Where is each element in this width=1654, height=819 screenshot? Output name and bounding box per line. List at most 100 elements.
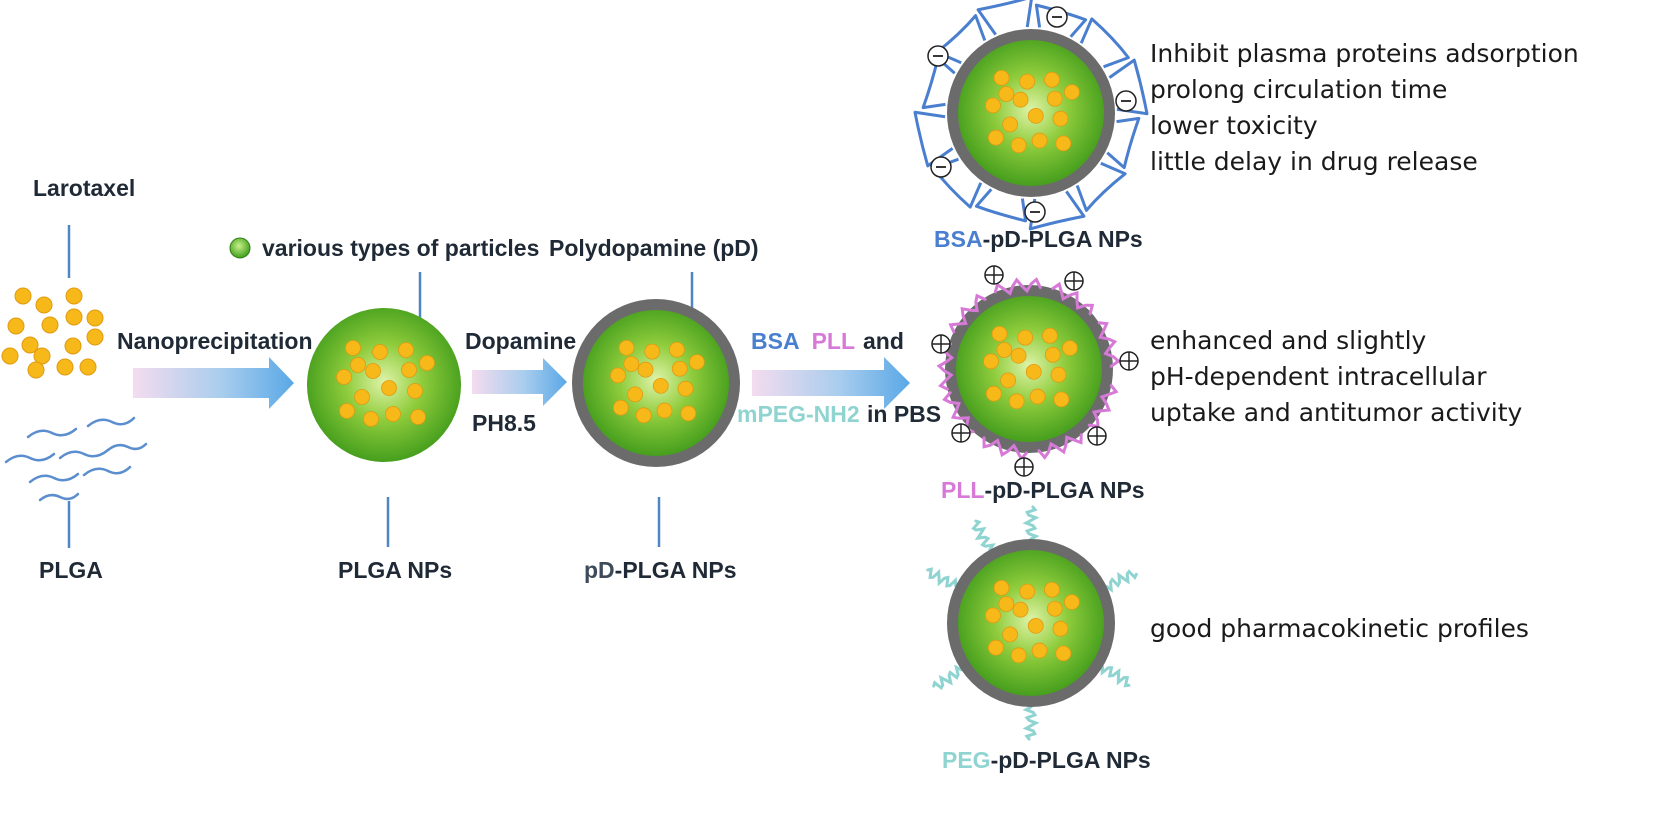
drug-molecule — [41, 316, 59, 334]
arrow-2 — [472, 358, 567, 406]
drug-dot — [1019, 73, 1036, 90]
plga-np-drug-dots — [336, 340, 435, 427]
drug-dot — [1052, 620, 1069, 637]
peg-chain — [932, 664, 963, 691]
drug-molecule — [65, 308, 83, 326]
bsa-description: Inhibit plasma proteins adsorption prolo… — [1150, 39, 1579, 176]
drug-dot — [1025, 363, 1042, 380]
nanoprecipitation-step: Nanoprecipitation — [117, 328, 313, 409]
bsa-loop — [1075, 161, 1127, 212]
pll-np-suffix: -pD-PLGA NPs — [984, 477, 1144, 503]
drug-dot — [1055, 135, 1072, 152]
drug-dot — [365, 363, 381, 379]
dopamine-step: Dopamine PH8.5 — [465, 328, 576, 436]
drug-dot — [1012, 91, 1029, 108]
drug-dot — [336, 369, 352, 385]
drug-dot — [1050, 366, 1067, 383]
pll-chain — [948, 293, 987, 334]
drug-dot — [987, 129, 1004, 146]
drug-dot — [363, 411, 379, 427]
drug-dot — [1063, 84, 1080, 100]
drug-molecule — [7, 317, 25, 335]
drug-dot — [985, 607, 1001, 624]
drug-dot — [677, 380, 694, 397]
drug-dot — [345, 340, 361, 356]
drug-dot — [983, 353, 999, 370]
bsa-loop — [976, 0, 1033, 36]
drug-dot — [1019, 583, 1036, 600]
drug-dot — [1046, 600, 1063, 617]
drug-dot — [407, 383, 423, 399]
drug-dot — [671, 360, 688, 377]
drug-dot — [1010, 347, 1027, 364]
drug-molecule — [86, 328, 104, 346]
drug-molecule — [79, 358, 97, 376]
drug-dot — [1031, 642, 1048, 659]
drug-dot — [339, 403, 355, 419]
plga-np — [307, 308, 461, 462]
drug-dot — [635, 407, 652, 424]
drug-molecule — [86, 309, 104, 327]
bsa-np — [913, 0, 1149, 231]
peg-np-suffix: -pD-PLGA NPs — [991, 747, 1151, 773]
bsa-loop — [1079, 17, 1130, 69]
pll-chain — [1097, 321, 1121, 368]
drug-dot — [350, 357, 366, 373]
drug-molecule — [64, 337, 82, 355]
nanoprecipitation-label: Nanoprecipitation — [117, 328, 313, 354]
legend-particle-icon — [229, 237, 251, 259]
drug-dot — [985, 97, 1001, 114]
peg-description: good pharmacokinetic profiles — [1150, 614, 1529, 643]
drug-molecule — [1, 347, 19, 365]
drug-dot — [1027, 107, 1044, 124]
drug-dot — [398, 342, 414, 358]
drug-dot — [401, 362, 417, 378]
drug-dot — [623, 356, 640, 372]
drug-dot — [410, 409, 426, 425]
pll-desc-line: uptake and antitumor activity — [1150, 398, 1523, 427]
arrow-1 — [133, 357, 294, 409]
larotaxel-group: Larotaxel — [1, 175, 135, 379]
peg-np-drug-dots — [985, 579, 1080, 664]
bsa-desc-line: prolong circulation time — [1150, 75, 1447, 104]
pll-np-coat: PLL — [941, 477, 984, 503]
larotaxel-drug-cluster — [1, 287, 104, 379]
bsa-negative-charges — [927, 6, 1137, 223]
drug-dot — [1017, 329, 1034, 346]
bsa-desc-line: Inhibit plasma proteins adsorption — [1150, 39, 1579, 68]
arrow-3 — [752, 357, 910, 409]
pd-plga-np — [572, 299, 740, 467]
drug-dot — [1044, 346, 1061, 363]
drug-dot — [1055, 645, 1072, 662]
drug-dot — [680, 405, 697, 422]
plga-polymer-chains — [4, 416, 148, 502]
bsa-np-coat: BSA — [934, 226, 983, 252]
pll-chain — [993, 277, 1042, 296]
drug-dot — [1010, 137, 1027, 154]
bsa-desc-line: lower toxicity — [1150, 111, 1318, 140]
peg-chain — [1100, 665, 1131, 688]
bsa-loop — [1108, 58, 1149, 116]
peg-desc-line: good pharmacokinetic profiles — [1150, 614, 1529, 643]
peg-chain — [926, 567, 958, 588]
bsa-np-label: BSA-pD-PLGA NPs — [934, 226, 1143, 252]
drug-dot — [637, 361, 654, 378]
drug-molecule — [65, 287, 83, 305]
and-word: and — [863, 328, 904, 354]
bsa-reagent: BSA — [751, 328, 800, 354]
bsa-desc-line: little delay in drug release — [1150, 147, 1478, 176]
pll-chain — [1087, 384, 1119, 429]
drug-dot — [618, 339, 635, 356]
pd-plga-suffix: -PLGA NPs — [615, 557, 737, 583]
drug-dot — [993, 69, 1010, 86]
pd-plga-np-label: pD-PLGA NPs — [584, 557, 737, 583]
pll-np-label: PLL-pD-PLGA NPs — [941, 477, 1145, 503]
bsa-np-suffix: -pD-PLGA NPs — [983, 226, 1143, 252]
drug-molecule — [14, 287, 32, 305]
ph-label: PH8.5 — [472, 410, 536, 436]
drug-dot — [688, 354, 705, 371]
dopamine-label: Dopamine — [465, 328, 576, 354]
